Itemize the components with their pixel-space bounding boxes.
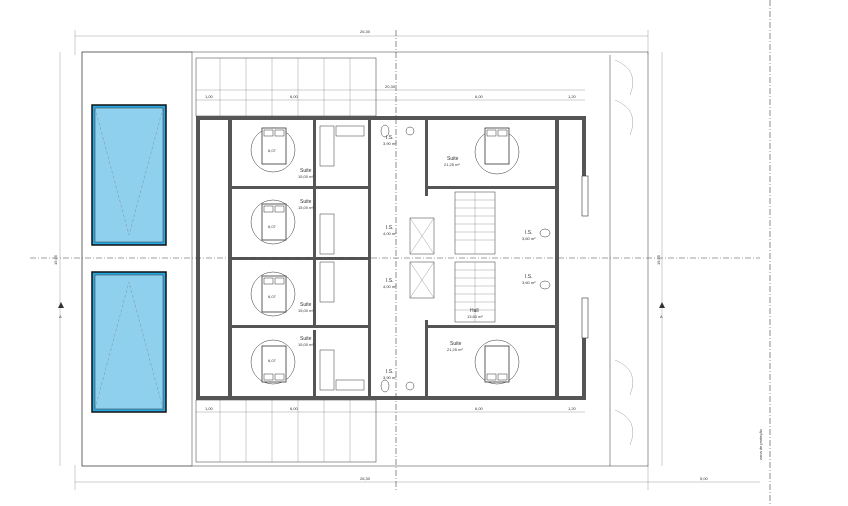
pool-bottom [91,271,167,413]
pergola-top [195,57,377,117]
room-area-ws-bot: 3,90 m² [383,375,397,380]
bed-label-ml: 6,07 [268,224,277,229]
bed-br [474,339,520,385]
bed-ml: 6,07 [250,199,296,245]
side-dimension-chains: 19,55 19,55 [53,52,663,466]
staircase-upper [454,191,496,255]
room-name-suite-ml: Suite [300,199,312,205]
bottom-dimension-chain: 26,30 1,00 6,00 6,00 1,20 5,00 [74,406,760,490]
pergola-bottom [195,399,377,463]
staircase-lower [454,261,496,323]
room-name-suite-tr: Suite [447,156,459,162]
bottom-part-3: 6,00 [475,406,484,411]
closets [319,125,365,391]
room-name-suite-br: Suite [450,341,462,347]
right-wall-pilasters [581,175,589,339]
wc-fixtures [380,124,551,393]
room-name-ws-mid2: I.S. [386,278,394,284]
section-marker-left: A [58,302,64,319]
right-offset-dim: 5,00 [700,476,709,481]
room-area-ws-top: 3,90 m² [383,141,397,146]
room-area-ws-r1: 3,60 m² [522,236,536,241]
room-name-ws-top: I.S. [386,135,394,141]
room-name-suite-tl: Suite [300,168,312,174]
side-note: zona de proteção [758,428,763,460]
overall-width-top: 26,30 [360,29,371,34]
room-name-suite-bl2: Suite [300,336,312,342]
overall-width-bottom: 26,30 [360,476,371,481]
pool-deck [81,51,193,467]
room-area-suite-bl: 15,00 m² [298,308,314,313]
room-area-ws-mid2: 4,00 m² [383,284,397,289]
top-part-2: 6,00 [290,94,299,99]
room-name-ws-bot: I.S. [386,369,394,375]
top-segment-dim: 20,30 [385,84,396,89]
bed-bl2: 6,07 [250,339,296,385]
section-mark-left-label: A [59,314,62,319]
pool-top [91,104,167,246]
top-dimension-chain: 26,30 20,30 1,00 6,00 6,00 1,20 [74,29,649,101]
bed-bl: 6,07 [250,271,296,317]
overall-depth-right: 19,55 [656,254,661,265]
bottom-part-2: 6,00 [290,406,299,411]
bed-label-bl2: 6,07 [268,358,277,363]
bed-label-tl: 6,07 [268,148,277,153]
right-yard-gates [609,55,633,466]
top-part-1: 1,00 [205,94,214,99]
room-name-suite-bl: Suite [300,302,312,308]
shaft-boxes [409,217,435,299]
section-marker-right: A [659,302,665,319]
room-area-suite-br: 21,25 m² [447,347,463,352]
section-mark-right-label: A [660,314,663,319]
room-area-ws-mid1: 4,00 m² [383,231,397,236]
room-area-suite-bl2: 15,00 m² [298,342,314,347]
room-area-ws-r2: 3,60 m² [522,280,536,285]
room-name-hall: Hall [470,308,479,314]
room-area-hall: 13,60 m² [467,314,483,319]
top-part-3: 6,00 [475,94,484,99]
bottom-part-1: 1,00 [205,406,214,411]
room-labels: Suite 15,00 m² Suite 21,25 m² Suite 15,0… [298,135,536,380]
bed-tr [474,127,520,175]
room-area-suite-ml: 15,00 m² [298,205,314,210]
bed-label-bl: 6,07 [268,294,277,299]
room-area-suite-tl: 15,00 m² [298,174,314,179]
room-name-ws-r2: I.S. [525,274,533,280]
overall-depth-left: 19,55 [53,254,58,265]
bed-tl: 6,07 [250,127,296,173]
room-name-ws-r1: I.S. [525,230,533,236]
room-name-ws-mid1: I.S. [386,225,394,231]
top-part-4: 1,20 [568,94,577,99]
room-area-suite-tr: 21,25 m² [444,162,460,167]
bottom-part-4: 1,20 [568,406,577,411]
